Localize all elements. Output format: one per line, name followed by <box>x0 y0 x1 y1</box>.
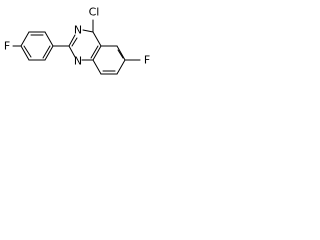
bond-c5-c6-inner <box>117 49 124 59</box>
bond-phenyl-4-inner <box>42 45 51 59</box>
bond-n3-c4 <box>82 29 94 33</box>
bond-c4a-c8a-inner <box>90 45 99 59</box>
bond-c6-c7 <box>116 59 126 75</box>
atom-label-fluoro-benzo: F <box>144 54 150 67</box>
bond-phenyl-3 <box>44 31 54 47</box>
atom-labels: F N N Cl F <box>4 6 150 68</box>
bonds <box>12 19 141 75</box>
bond-phenyl-1 <box>20 31 30 47</box>
bond-c5-c6 <box>116 45 126 61</box>
atom-label-n3: N <box>74 24 82 37</box>
atom-label-n1: N <box>74 55 82 68</box>
bond-phenyl-4 <box>44 45 54 61</box>
bond-phenyl-6-inner <box>23 45 32 58</box>
bond-c2-n3 <box>68 34 76 47</box>
bond-c4a-c8a <box>92 45 102 61</box>
bond-c2-n3-inner <box>71 37 78 47</box>
atom-label-fluoro-phenyl: F <box>4 40 10 53</box>
bond-c4-c4a <box>92 31 102 47</box>
structure-diagram: F N N Cl F <box>4 6 150 75</box>
bond-phenyl-6 <box>20 45 30 61</box>
bond-n1-c2 <box>68 45 76 58</box>
bond-c8-c8a <box>92 59 102 75</box>
atom-label-chloro: Cl <box>89 6 100 19</box>
